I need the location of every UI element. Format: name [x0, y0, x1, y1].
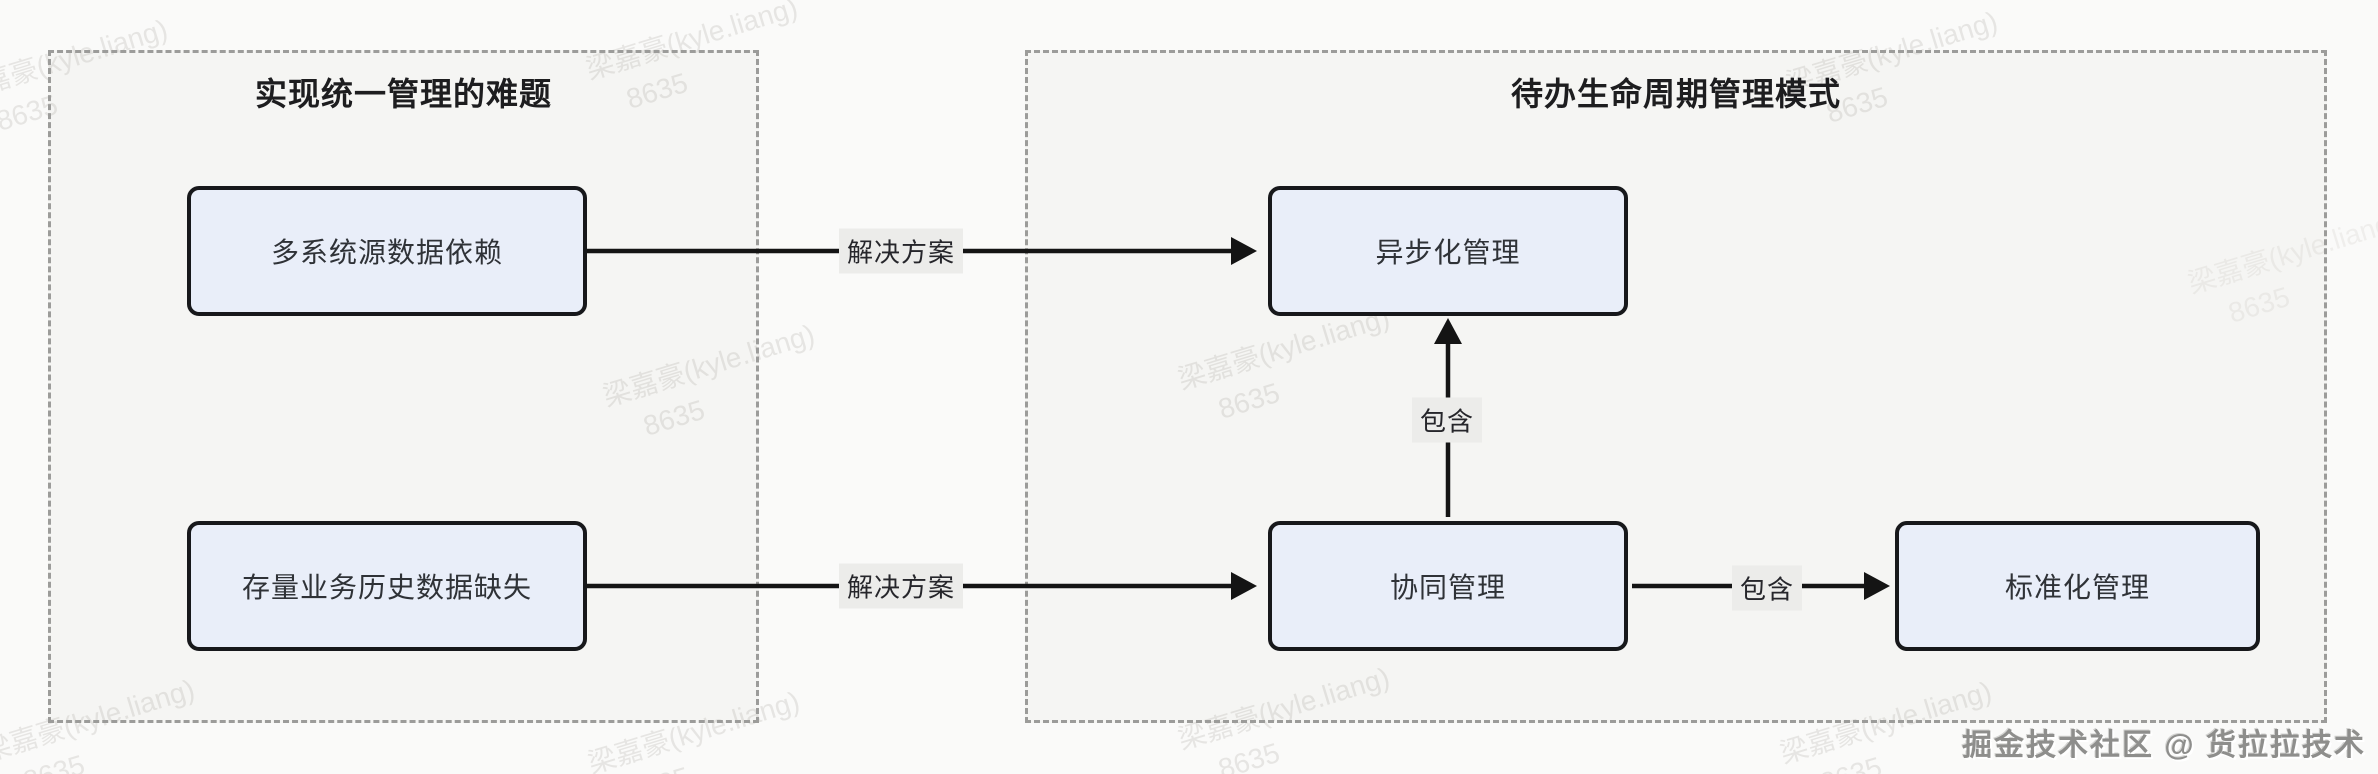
edge-label-solution-1: 解决方案	[838, 228, 964, 274]
edge-label-contains-horizontal: 包含	[1731, 565, 1803, 611]
node-standardized-management: 标准化管理	[1895, 521, 2260, 651]
node-multi-source-data-dependency: 多系统源数据依赖	[187, 186, 587, 316]
node-label: 异步化管理	[1375, 237, 1521, 268]
node-missing-history-data: 存量业务历史数据缺失	[187, 521, 587, 651]
edge-label-solution-2: 解决方案	[838, 563, 964, 609]
node-async-management: 异步化管理	[1268, 186, 1628, 316]
node-label: 标准化管理	[2004, 572, 2150, 603]
node-label: 多系统源数据依赖	[270, 237, 503, 268]
edge-label-contains-vertical: 包含	[1411, 397, 1483, 443]
node-label: 存量业务历史数据缺失	[241, 572, 532, 603]
panel-title: 实现统一管理的难题	[254, 76, 552, 112]
footer-credit: 掘金技术社区 @ 货拉拉技术	[1962, 729, 2366, 762]
node-label: 协同管理	[1389, 572, 1506, 603]
node-collaborative-management: 协同管理	[1268, 521, 1628, 651]
panel-title: 待办生命周期管理模式	[1510, 76, 1841, 112]
watermark-id: 8635	[623, 720, 816, 774]
